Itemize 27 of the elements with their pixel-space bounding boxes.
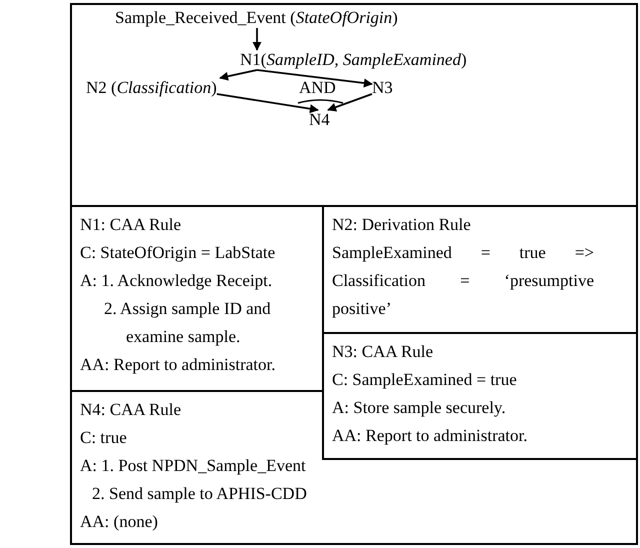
arrow [216, 93, 319, 114]
rule-line: A: Store sample securely. [332, 397, 507, 419]
node-label: N3 [372, 78, 393, 98]
rule-line: C: SampleExamined = true [332, 369, 518, 391]
rule-line: C: StateOfOrigin = LabState [80, 242, 276, 264]
arrow [256, 69, 373, 88]
rule-line: AA: Report to administrator. [80, 354, 276, 376]
rule-line: AA: (none) [80, 511, 159, 533]
rule-line: 2. Assign sample ID and examine sample. [104, 298, 272, 348]
arrow [327, 93, 372, 112]
rule-line: 2. Send sample to APHIS-CDD [92, 483, 308, 505]
rule-heading: N4: CAA Rule [80, 399, 182, 421]
rule-line: A: 1. Acknowledge Receipt. [80, 270, 274, 292]
node-label: N4 [309, 110, 330, 130]
rule-heading: N3: CAA Rule [332, 341, 434, 363]
rule-line: C: true [80, 427, 128, 449]
rule-line: AA: Report to administrator. [332, 425, 528, 447]
rule-line: A: 1. Post NPDN_Sample_Event [80, 455, 307, 477]
node-label: Sample_Received_Event (StateOfOrigin) [115, 8, 398, 28]
arrow [219, 69, 258, 81]
rule-heading: N1: CAA Rule [80, 214, 182, 236]
rule-line: SampleExamined = true => Classification = ‘presumptive positive’ [332, 242, 594, 320]
node-label: N1(SampleID, SampleExamined) [240, 50, 467, 70]
rule-heading: N2: Derivation Rule [332, 214, 472, 236]
join-label: AND [299, 78, 336, 98]
node-label: N2 (Classification) [86, 78, 217, 98]
arrow [252, 28, 262, 51]
